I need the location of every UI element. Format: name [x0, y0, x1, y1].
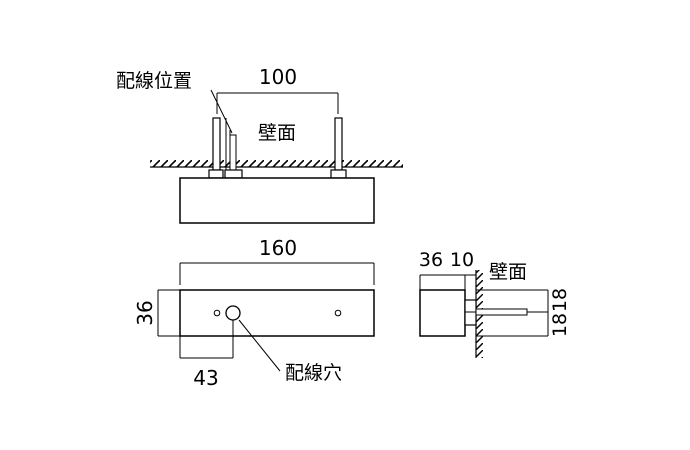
wiring-hole-leader [238, 319, 281, 372]
wiring-position-leader [210, 89, 233, 134]
dimension-36-front: 36 [133, 289, 180, 337]
wall-hatch-top [150, 160, 403, 167]
left-mounting-bolt [208, 117, 231, 179]
dimension-43: 43 [179, 320, 234, 390]
side-mounting-bolt [464, 299, 528, 326]
dimension-10-side-label: 10 [450, 249, 474, 271]
wiring-position-label: 配線位置 [116, 70, 192, 92]
screw-hole-left [213, 309, 221, 317]
dimension-160: 160 [179, 236, 375, 285]
dimension-160-label: 160 [259, 236, 297, 260]
dimension-18-upper-label: 18 [549, 288, 571, 312]
fixture-body-top [179, 177, 375, 224]
wall-label-top: 壁面 [258, 122, 296, 144]
dimension-18-18: 18 18 [476, 288, 571, 337]
dimension-36-side-label: 36 [419, 249, 443, 271]
front-view: 160 36 配線穴 43 [133, 236, 375, 390]
dimension-36-10: 36 10 [419, 249, 476, 290]
side-view: 36 10 壁面 18 18 [419, 249, 571, 358]
dimension-18-lower-label: 18 [549, 313, 571, 337]
top-view: 100 配線位置 壁面 [116, 65, 403, 224]
fixture-body-side [419, 289, 466, 337]
dimension-36-front-label: 36 [133, 300, 157, 325]
screw-hole-right [334, 309, 342, 317]
fixture-body-front [179, 289, 375, 337]
wiring-hole-label: 配線穴 [285, 362, 342, 384]
dimension-100-label: 100 [259, 65, 297, 89]
dimension-43-label: 43 [193, 366, 218, 390]
wiring-cable [224, 134, 243, 179]
dimension-100: 100 [216, 65, 339, 114]
wiring-hole [225, 305, 241, 321]
right-mounting-bolt [330, 117, 347, 179]
wall-label-side: 壁面 [489, 261, 527, 283]
